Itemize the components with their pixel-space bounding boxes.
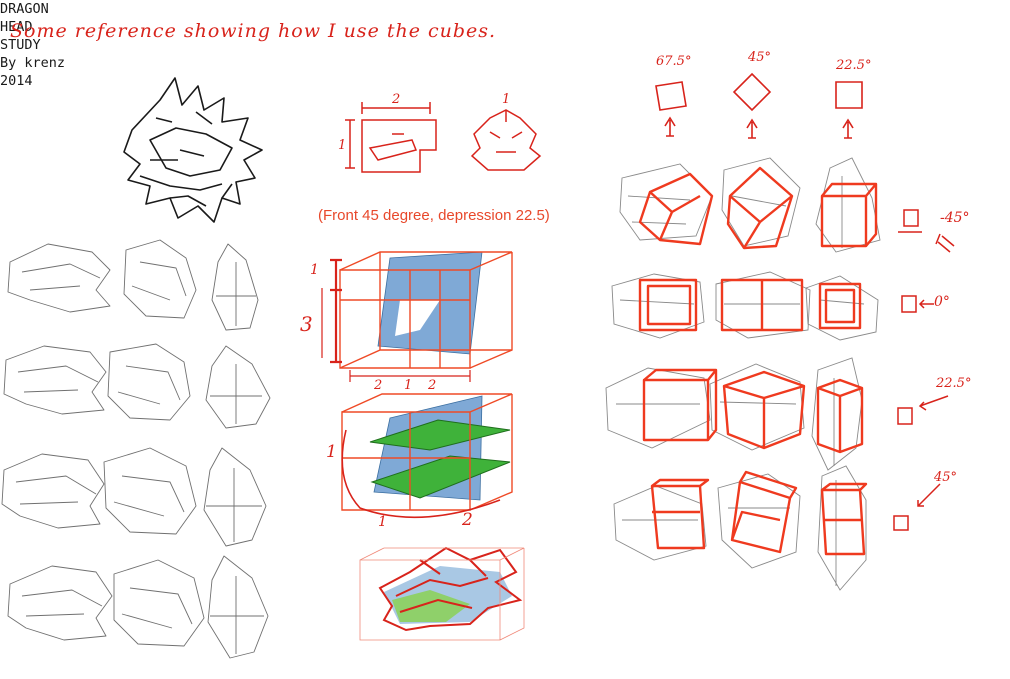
study-caption-line: 2014 — [0, 73, 33, 89]
rotation-square-icon — [835, 81, 863, 139]
cube-wireframe — [650, 478, 710, 550]
cube-wireframe — [730, 470, 798, 554]
pencil-head-sketch — [605, 367, 711, 449]
front-view-diagram — [470, 109, 542, 171]
fig-width-a-label: 2 — [374, 378, 383, 393]
cube-wireframe — [820, 482, 868, 556]
pencil-head-sketch — [103, 447, 197, 535]
study-caption-line: STUDY — [0, 37, 41, 53]
pencil-head-sketch — [811, 357, 863, 471]
rotation-square-icon — [732, 72, 772, 139]
pencil-head-sketch — [1, 453, 105, 529]
angle-label-row3: 22.5° — [936, 376, 972, 391]
angle-label-row2: 0° — [934, 294, 950, 310]
split-bottom-right-label: 2 — [462, 510, 473, 530]
fig-width-mid-label: 1 — [404, 378, 413, 393]
angle-label-row1: -45° — [940, 210, 970, 226]
rotation-square-icon — [901, 295, 934, 313]
rotation-square-icon — [897, 395, 949, 425]
final-head-diagram — [359, 546, 525, 641]
rotation-square-icon — [893, 483, 941, 531]
top-width-label: 2 — [392, 92, 401, 107]
pencil-head-sketch — [611, 273, 705, 339]
cube-wireframe — [726, 166, 794, 250]
proportion-box-diagram — [321, 251, 513, 382]
study-caption-line: HEAD — [0, 19, 33, 35]
dragon-head-ink-drawing — [123, 77, 263, 223]
pencil-head-sketch — [815, 157, 881, 253]
angle-label-col3: 22.5° — [836, 58, 872, 73]
pencil-head-sketch — [123, 239, 197, 319]
pencil-head-sketch — [805, 275, 879, 341]
pencil-head-sketch — [717, 473, 801, 569]
pencil-head-sketch — [113, 559, 205, 647]
pencil-head-sketch — [721, 157, 801, 247]
pencil-head-sketch — [203, 447, 267, 547]
pencil-head-sketch — [817, 465, 867, 591]
fig-height-total-label: 3 — [300, 312, 313, 336]
cube-wireframe — [722, 370, 806, 450]
split-height-label: 1 — [326, 442, 337, 462]
cube-wireframe — [638, 278, 698, 332]
pencil-head-sketch — [107, 343, 191, 421]
page-title: Some reference showing how I use the cub… — [10, 20, 497, 42]
rotation-square-icon — [655, 81, 687, 137]
pencil-head-sketch — [207, 555, 269, 659]
study-caption-line: By krenz — [0, 55, 66, 71]
study-caption: DRAGON HEAD STUDY By krenz 2014 — [0, 0, 1010, 90]
fig-width-b-label: 2 — [428, 378, 437, 393]
top-depth-label: 1 — [502, 92, 511, 107]
view-caption: (Front 45 degree, depression 22.5) — [318, 207, 550, 224]
pencil-head-sketch — [211, 243, 259, 331]
pencil-head-sketch — [3, 345, 107, 415]
cube-wireframe — [720, 278, 804, 332]
side-height-label: 1 — [338, 138, 347, 153]
split-bottom-left-label: 1 — [378, 514, 387, 530]
pencil-head-sketch — [7, 565, 113, 641]
pencil-head-sketch — [709, 363, 805, 451]
side-view-diagram — [345, 102, 437, 173]
pencil-head-sketch — [205, 345, 271, 429]
study-caption-line: DRAGON — [0, 1, 49, 17]
fig-height-small-label: 1 — [310, 262, 319, 278]
angle-label-col2: 45° — [748, 50, 772, 65]
angle-label-row4: 45° — [934, 470, 958, 485]
cube-wireframe — [642, 368, 718, 442]
cube-wireframe — [818, 282, 862, 330]
cube-wireframe — [638, 172, 714, 246]
angle-label-col1: 67.5° — [656, 54, 692, 69]
pencil-head-sketch — [7, 243, 111, 313]
cube-wireframe — [816, 378, 864, 454]
split-box-diagram — [341, 393, 513, 519]
cube-wireframe — [820, 182, 878, 248]
rotation-square-icon — [898, 209, 955, 253]
